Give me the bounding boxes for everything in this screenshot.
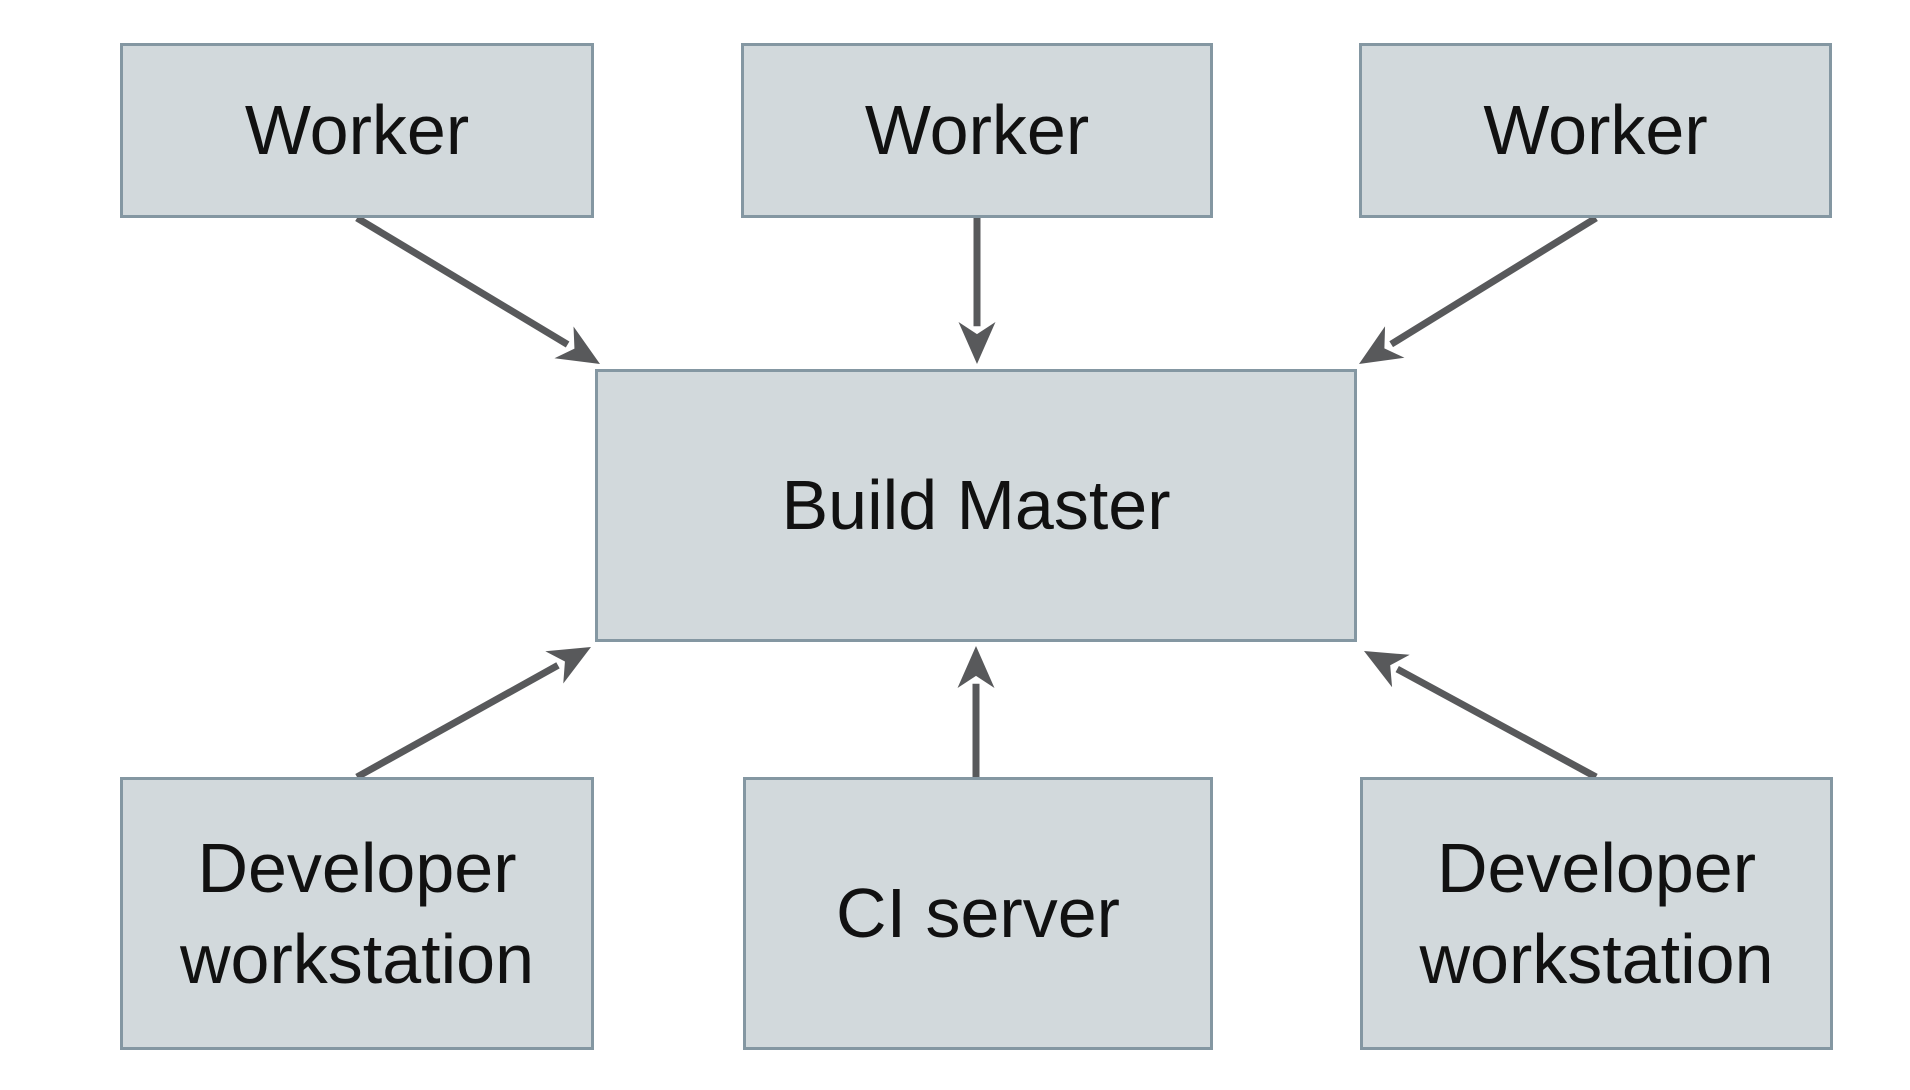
node-developer-workstation-left: Developer workstation: [120, 777, 594, 1050]
node-ci-server-label: CI server: [836, 874, 1120, 952]
node-developer-workstation-right-label: Developer workstation: [1419, 828, 1774, 998]
node-build-master: Build Master: [595, 369, 1357, 642]
arrow-worker-1-to-build-master: [355, 214, 600, 364]
node-build-master-label: Build Master: [781, 466, 1171, 544]
node-worker-2: Worker: [741, 43, 1213, 218]
node-worker-3: Worker: [1359, 43, 1832, 218]
node-ci-server: CI server: [743, 777, 1213, 1050]
node-worker-2-label: Worker: [864, 91, 1090, 169]
node-developer-workstation-right: Developer workstation: [1360, 777, 1833, 1050]
node-worker-3-label: Worker: [1483, 91, 1708, 169]
node-developer-workstation-left-label: Developer workstation: [179, 828, 535, 998]
arrow-worker-3-to-build-master: [1358, 215, 1598, 365]
node-worker-1: Worker: [120, 43, 594, 218]
node-worker-1-label: Worker: [244, 91, 470, 169]
arrow-developer-workstation-left-to-build-master: [355, 646, 591, 781]
arrow-developer-workstation-right-to-build-master: [1364, 651, 1598, 781]
